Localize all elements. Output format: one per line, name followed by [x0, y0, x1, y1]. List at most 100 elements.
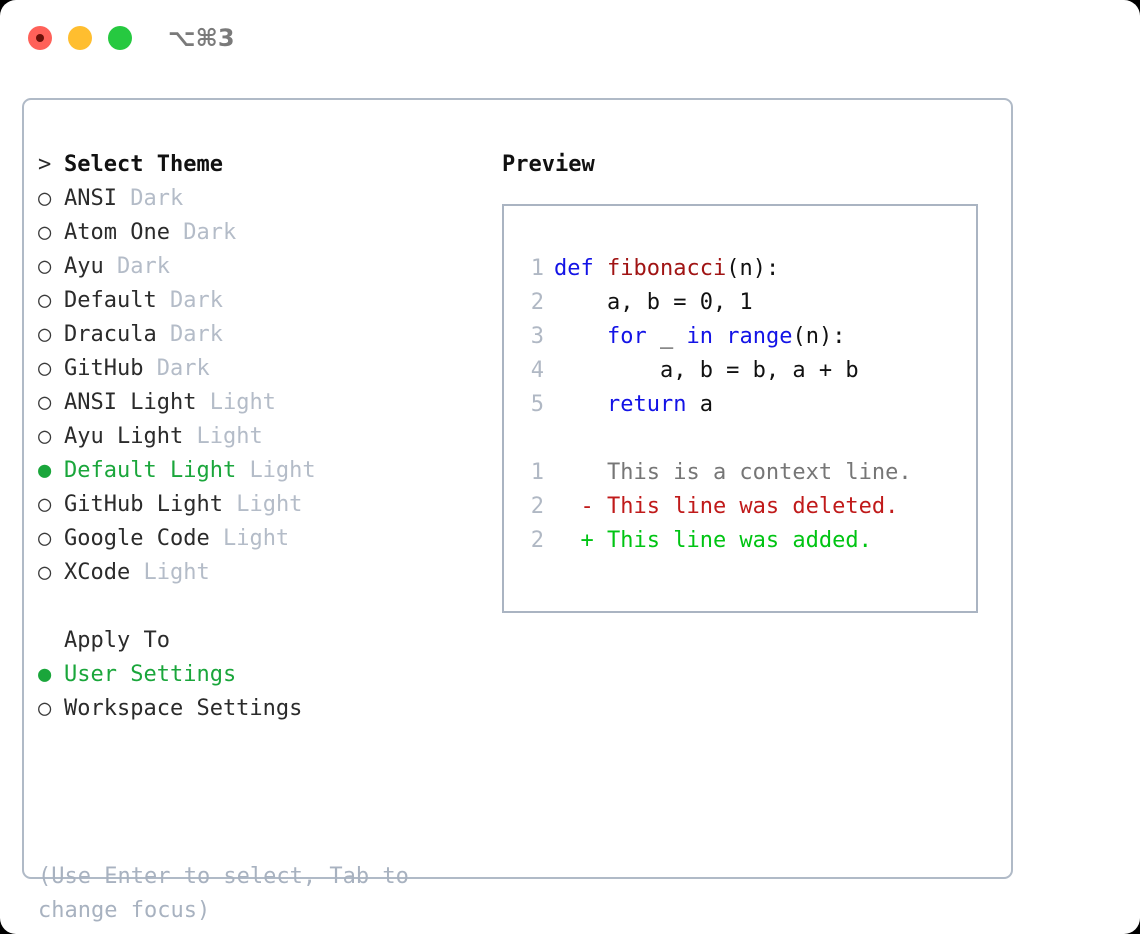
- label-gap: [210, 526, 223, 551]
- diff-line-text: This is a context line.: [554, 460, 912, 485]
- help-text: (Use Enter to select, Tab to change focu…: [38, 864, 409, 923]
- theme-option-label: Dracula: [64, 322, 157, 347]
- code-line-number: 3: [530, 324, 544, 349]
- code-token: (n):: [726, 256, 780, 281]
- code-token: for: [606, 324, 647, 349]
- select-theme-heading: >Select Theme: [38, 148, 478, 182]
- theme-selector-panel: >Select Theme ○ANSI Dark○Atom One Dark○A…: [22, 98, 1013, 923]
- theme-option-label: ANSI: [64, 186, 117, 211]
- apply-to-option-label: Workspace Settings: [64, 696, 303, 721]
- radio-unselected-icon: ○: [38, 526, 52, 551]
- maximize-window-button[interactable]: [108, 26, 132, 50]
- radio-unselected-icon: ○: [38, 186, 52, 211]
- minimize-window-button[interactable]: [68, 26, 92, 50]
- code-token: in: [686, 324, 713, 349]
- theme-mode-tag: Dark: [183, 220, 237, 245]
- radio-unselected-icon: ○: [38, 322, 52, 347]
- code-line-number: 2: [530, 290, 544, 315]
- label-gap: [104, 254, 117, 279]
- theme-option-label: XCode: [64, 560, 131, 585]
- code-line-number: 1: [530, 256, 544, 281]
- theme-option-label: GitHub: [64, 356, 144, 381]
- code-token: (n):: [792, 324, 846, 349]
- label-gap: [170, 220, 183, 245]
- theme-option-label: Ayu: [64, 254, 104, 279]
- radio-unselected-icon: ○: [38, 696, 52, 721]
- theme-mode-tag: Dark: [169, 288, 223, 313]
- radio-unselected-icon: ○: [38, 356, 52, 381]
- theme-option-ansi[interactable]: ○ ANSI Dark: [38, 182, 478, 216]
- theme-option-default-light[interactable]: ●Default Light Light: [38, 454, 478, 488]
- code-token: range: [726, 324, 793, 349]
- diff-line-text: - This line was deleted.: [554, 494, 899, 519]
- label-gap: [117, 186, 130, 211]
- code-token: return: [606, 392, 687, 417]
- code-token: a: [686, 392, 713, 417]
- theme-option-xcode[interactable]: ○ XCode Light: [38, 556, 478, 590]
- theme-mode-tag: Dark: [117, 254, 170, 279]
- theme-option-label: Google Code: [64, 526, 210, 551]
- radio-unselected-icon: ○: [38, 288, 52, 313]
- label-gap: [157, 322, 170, 347]
- code-token: [594, 256, 607, 281]
- preview-title: Preview: [502, 152, 595, 177]
- theme-option-github-light[interactable]: ○GitHub Light Light: [38, 488, 478, 522]
- apply-to-option-user-settings[interactable]: ●User Settings: [38, 658, 478, 692]
- code-token: _: [646, 324, 687, 349]
- theme-mode-tag: Light: [249, 458, 316, 483]
- close-window-button[interactable]: [28, 26, 52, 50]
- theme-option-ansi-light[interactable]: ○ANSI Light Light: [38, 386, 478, 420]
- theme-option-label: ANSI Light: [64, 390, 197, 415]
- theme-option-default[interactable]: ○Default Dark: [38, 284, 478, 318]
- theme-option-github[interactable]: ○ GitHub Dark: [38, 352, 478, 386]
- theme-option-ayu[interactable]: ○ Ayu Dark: [38, 250, 478, 284]
- radio-unselected-icon: ○: [38, 560, 52, 585]
- radio-unselected-icon: ○: [38, 492, 52, 517]
- diff-line: 2 + This line was added.: [516, 524, 968, 558]
- radio-selected-icon: ●: [38, 662, 52, 687]
- section-spacer: [38, 590, 478, 624]
- theme-mode-tag: Dark: [156, 356, 210, 381]
- theme-option-label: Atom One: [64, 220, 170, 245]
- label-gap: [130, 560, 143, 585]
- label-gap: [196, 390, 209, 415]
- theme-mode-tag: Light: [196, 424, 263, 449]
- diff-line-text: + This line was added.: [554, 528, 872, 553]
- theme-option-ayu-light[interactable]: ○Ayu Light Light: [38, 420, 478, 454]
- code-token: a, b = 0, 1: [554, 290, 753, 315]
- theme-mode-tag: Dark: [169, 322, 223, 347]
- apply-to-option-list: ●User Settings ○ Workspace Settings: [38, 658, 478, 726]
- code-token: fibonacci: [607, 256, 727, 281]
- theme-option-google-code[interactable]: ○ Google Code Light: [38, 522, 478, 556]
- code-line-number: 1: [530, 460, 544, 485]
- code-diff-gap: [516, 422, 968, 456]
- code-line: 5 return a: [516, 388, 968, 422]
- theme-mode-tag: Dark: [130, 186, 184, 211]
- theme-option-list: ○ANSI Dark○Atom One Dark○Ayu Dark○Defaul…: [38, 182, 478, 590]
- label-gap: [236, 458, 249, 483]
- radio-unselected-icon: ○: [38, 254, 52, 279]
- label-gap: [157, 288, 170, 313]
- theme-option-dracula[interactable]: ○ Dracula Dark: [38, 318, 478, 352]
- code-token: [554, 324, 607, 349]
- code-line: 4 a, b = b, a + b: [516, 354, 968, 388]
- theme-mode-tag: Light: [222, 526, 290, 551]
- apply-to-heading: Apply To: [38, 624, 478, 658]
- theme-option-atom-one[interactable]: ○ Atom One Dark: [38, 216, 478, 250]
- code-line-number: 2: [530, 494, 544, 519]
- diff-line: 1 This is a context line.: [516, 456, 968, 490]
- code-token: [713, 324, 726, 349]
- focus-caret-icon: >: [38, 152, 52, 177]
- theme-option-label: GitHub Light: [64, 492, 223, 517]
- theme-option-label: Ayu Light: [64, 424, 184, 449]
- label-gap: [183, 424, 196, 449]
- apply-to-option-workspace-settings[interactable]: ○ Workspace Settings: [38, 692, 478, 726]
- code-token: a, b = b, a + b: [554, 358, 859, 383]
- radio-unselected-icon: ○: [38, 220, 52, 245]
- theme-mode-tag: Light: [209, 390, 276, 415]
- code-token: [554, 392, 607, 417]
- theme-mode-tag: Light: [143, 560, 210, 585]
